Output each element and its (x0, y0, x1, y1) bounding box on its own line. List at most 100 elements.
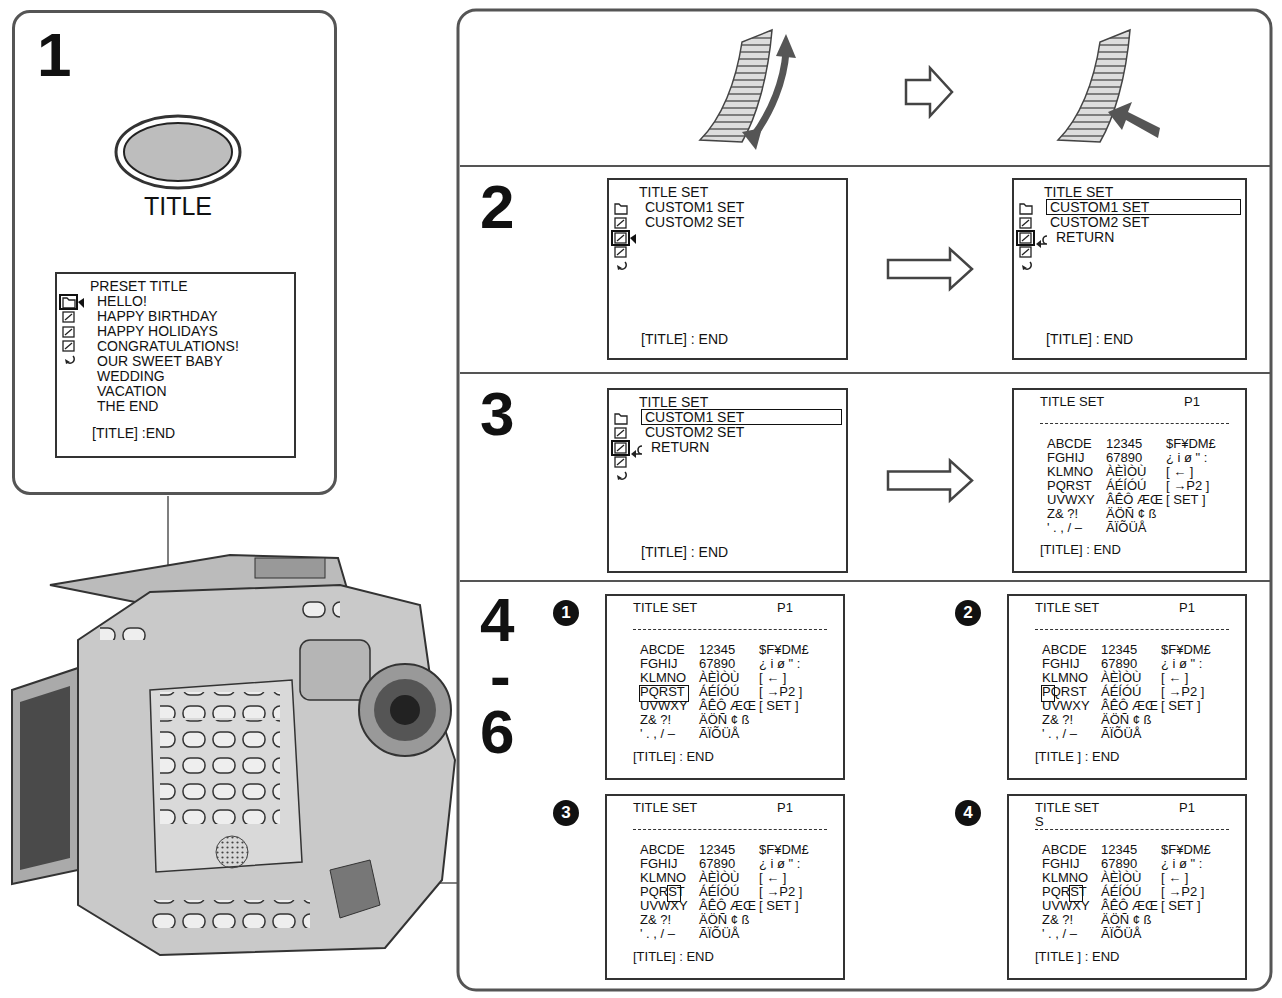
callout-number: 4 (955, 800, 981, 826)
menu-item: HAPPY HOLIDAYS (97, 324, 218, 339)
step-number: 6 (480, 700, 514, 764)
character-cell: [ →P2 ] (759, 885, 802, 899)
character-cell: Z& ?! (1042, 913, 1073, 927)
menu-item: CUSTOM2 SET (645, 425, 744, 440)
character-cell: 67890 (699, 857, 735, 871)
character-cell: FGHIJ (640, 657, 678, 671)
display-screen: TITLE SETP1ABCDE12345$F¥DM£FGHIJ67890¿ i… (605, 594, 845, 780)
character-cell: UVWXY (1042, 899, 1090, 913)
character-cell: ÀÈÌÒÙ (1101, 871, 1141, 885)
menu-footer: [TITLE] : END (1046, 332, 1133, 347)
screen-title: TITLE SET (1035, 601, 1099, 615)
input-line (633, 629, 827, 630)
character-cell: Z& ?! (640, 913, 671, 927)
menu-item: THE END (97, 399, 158, 414)
character-cell: KLMNO (1047, 465, 1093, 479)
character-cell: ÄÖÑ ¢ ß (1106, 507, 1157, 521)
page-number: P1 (777, 801, 793, 815)
character-cell: ABCDE (640, 643, 685, 657)
character-cell: ÃÏÕÜÅ (1106, 521, 1146, 535)
menu-title: PRESET TITLE (90, 279, 188, 294)
character-cell: [ ← ] (1161, 671, 1188, 685)
character-cell: KLMNO (640, 671, 686, 685)
menu-item: CUSTOM2 SET (1050, 215, 1149, 230)
character-cell: ÃÏÕÜÅ (1101, 927, 1141, 941)
display-screen: PRESET TITLEHELLO!HAPPY BIRTHDAYHAPPY HO… (55, 272, 296, 458)
character-cell: [ →P2 ] (759, 685, 802, 699)
character-cell: UVWXY (640, 899, 688, 913)
character-cell: ¿ i ø " : (1161, 657, 1202, 671)
menu-footer: [TITLE] : END (641, 545, 728, 560)
display-screen: TITLE SETP1ABCDE12345$F¥DM£FGHIJ67890¿ i… (1012, 388, 1247, 573)
character-cell: KLMNO (1042, 871, 1088, 885)
character-cell: [ ← ] (1161, 871, 1188, 885)
character-cell: PQRST (1042, 885, 1087, 899)
character-cell: [ SET ] (759, 699, 799, 713)
menu-item: VACATION (97, 384, 167, 399)
character-cell: $F¥DM£ (759, 843, 809, 857)
screen-footer: [TITLE] : END (633, 950, 714, 964)
title-button (116, 116, 240, 188)
page-number: P1 (1184, 395, 1200, 409)
step-number: 3 (480, 382, 514, 446)
character-cell: Z& ?! (1042, 713, 1073, 727)
display-screen: TITLE SETP1ABCDE12345$F¥DM£FGHIJ67890¿ i… (605, 794, 845, 980)
character-cell: Z& ?! (640, 713, 671, 727)
character-cell: ' . , / – (640, 927, 675, 941)
character-cell: FGHIJ (1042, 857, 1080, 871)
character-cell: PQRST (1047, 479, 1092, 493)
character-cell: 12345 (1101, 843, 1137, 857)
display-screen: TITLE SETP1ABCDE12345$F¥DM£FGHIJ67890¿ i… (1007, 594, 1247, 780)
character-cell: $F¥DM£ (759, 643, 809, 657)
step-number: 4 (480, 588, 514, 652)
character-cell: ÁÉÍÓÚ (699, 885, 739, 899)
screen-title: TITLE SET (633, 801, 697, 815)
character-cell: ÀÈÌÒÙ (1101, 671, 1141, 685)
character-cell: FGHIJ (640, 857, 678, 871)
step-number: - (490, 644, 511, 708)
character-cell: [ ← ] (1166, 465, 1193, 479)
flow-arrow (888, 461, 972, 501)
display-screen: TITLE SETCUSTOM1 SETCUSTOM2 SET[TITLE] :… (607, 178, 848, 360)
camcorder (12, 555, 455, 955)
character-cell: ¿ i ø " : (759, 857, 800, 871)
character-cell: UVWXY (640, 699, 688, 713)
arrow-outline (906, 68, 952, 116)
character-cell: ÂÊÔ ÆŒ (699, 899, 756, 913)
display-screen: TITLE SETCUSTOM1 SETCUSTOM2 SETRETURN[TI… (607, 388, 848, 573)
character-cell: [ ← ] (759, 671, 786, 685)
menu-item: HAPPY BIRTHDAY (97, 309, 218, 324)
character-cell: $F¥DM£ (1166, 437, 1216, 451)
menu-item: WEDDING (97, 369, 165, 384)
character-cell: UVWXY (1042, 699, 1090, 713)
character-cell: ÂÊÔ ÆŒ (1101, 699, 1158, 713)
character-cell: 67890 (1101, 657, 1137, 671)
character-cell: ÃÏÕÜÅ (699, 727, 739, 741)
flow-arrow (888, 249, 972, 289)
input-line (633, 829, 827, 830)
character-cell: ABCDE (1042, 643, 1087, 657)
character-cell: [ SET ] (1166, 493, 1206, 507)
step-row: 3 TITLE SETCUSTOM1 SETCUSTOM2 SETRETURN[T… (460, 372, 1270, 580)
menu-item: CUSTOM1 SET (645, 200, 744, 215)
step-row: 4-6TITLE SETP1ABCDE12345$F¥DM£FGHIJ67890… (460, 580, 1270, 988)
screen-footer: [TITLE ] : END (1035, 750, 1120, 764)
step-number: 1 (37, 23, 71, 87)
character-cell: ¿ i ø " : (759, 657, 800, 671)
menu-item: OUR SWEET BABY (97, 354, 223, 369)
page-number: P1 (1179, 601, 1195, 615)
menu-footer: [TITLE] : END (641, 332, 728, 347)
character-cell: ÁÉÍÓÚ (1101, 685, 1141, 699)
step-number: 2 (480, 175, 514, 239)
page-number: P1 (777, 601, 793, 615)
character-cell: PQRST (640, 685, 685, 699)
menu-item: RETURN (1056, 230, 1114, 245)
input-line (1035, 629, 1229, 630)
entered-text: S (1035, 815, 1044, 829)
character-cell: 67890 (1106, 451, 1142, 465)
character-cell: ÄÖÑ ¢ ß (1101, 913, 1152, 927)
character-cell: ' . , / – (1047, 521, 1082, 535)
input-line (1040, 423, 1229, 424)
character-cell: $F¥DM£ (1161, 843, 1211, 857)
character-cell: ÁÉÍÓÚ (1101, 885, 1141, 899)
